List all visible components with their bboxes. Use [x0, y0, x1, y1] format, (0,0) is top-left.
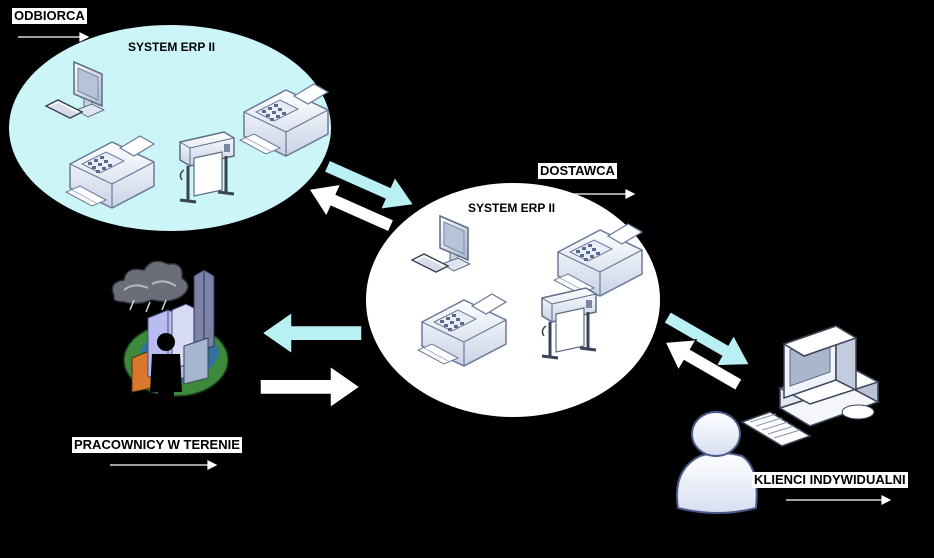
plotter-icon — [540, 286, 598, 360]
plotter-icon — [178, 130, 236, 204]
pracownicy-label: PRACOWNICY W TERENIE — [72, 437, 242, 453]
center-system-title: SYSTEM ERP II — [468, 201, 556, 215]
arrow-field-to-center — [259, 365, 361, 409]
klienci-label: KLIENCI INDYWIDUALNI — [752, 472, 908, 488]
left-system-title: SYSTEM ERP II — [128, 40, 216, 54]
desktop-computer-icon — [740, 324, 880, 447]
odbiorca-label: ODBIORCA — [12, 8, 87, 24]
label-arrows — [18, 32, 892, 505]
user-avatar-icon — [676, 411, 758, 514]
center-system-ellipse — [364, 181, 662, 419]
person-silhouette-icon — [150, 333, 182, 424]
weather-cloud-icon — [111, 260, 189, 313]
dostawca-label: DOSTAWCA — [538, 163, 617, 179]
arrow-center-to-field — [261, 311, 363, 355]
field-workers-illustration — [111, 260, 229, 424]
